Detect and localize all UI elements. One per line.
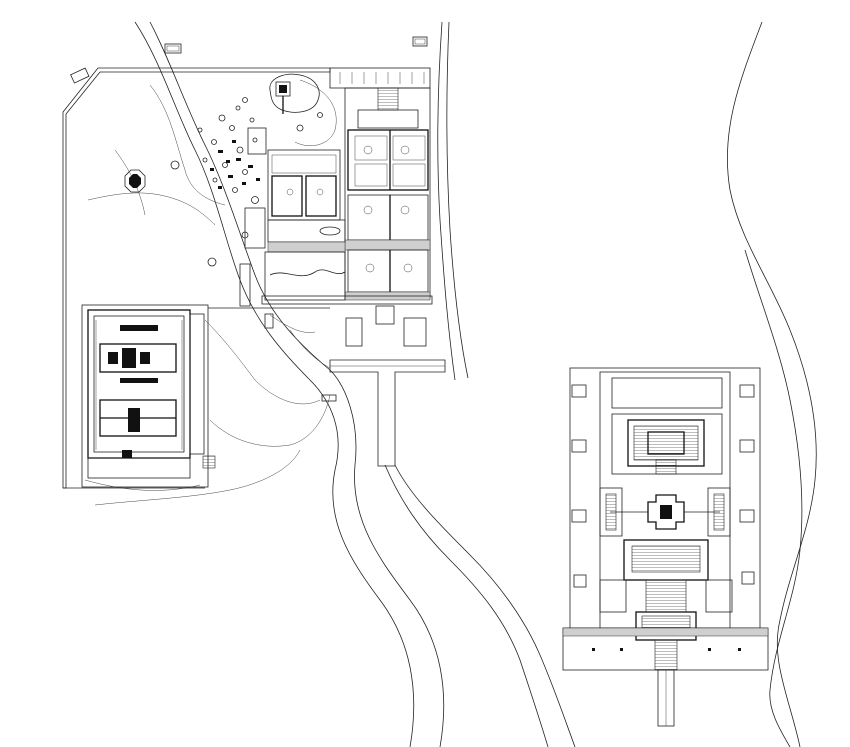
contour-line <box>289 329 331 369</box>
contour-line <box>209 394 331 447</box>
palace-hall-block <box>267 149 341 221</box>
octagonal-pavilion <box>124 169 146 193</box>
contour-line <box>94 449 301 506</box>
north-hall <box>611 377 723 409</box>
hall <box>357 109 419 129</box>
river-bank-line <box>446 21 469 379</box>
pond <box>319 226 341 236</box>
river-bank-line <box>394 464 576 747</box>
pavilion <box>164 43 182 54</box>
river-banks <box>84 21 817 747</box>
hall <box>99 343 177 373</box>
pavilion <box>412 36 428 47</box>
terrace-posts <box>592 648 741 651</box>
west-courtyard <box>81 304 330 488</box>
south-terrace <box>261 295 433 305</box>
stream <box>269 269 346 277</box>
river-bank-line <box>134 21 415 747</box>
contour-line <box>269 314 316 333</box>
contour-line <box>84 479 201 491</box>
river-bank-line <box>384 464 549 747</box>
temple-complex <box>562 367 769 727</box>
river-bank-line <box>744 249 803 747</box>
river-bank-line <box>149 21 445 747</box>
grand-stair <box>645 579 687 613</box>
east-pavilion <box>707 487 731 537</box>
gate-tower <box>403 317 427 347</box>
east-wing <box>189 313 205 455</box>
gate-stair <box>202 455 216 469</box>
courtyard <box>347 194 429 241</box>
palace-complex <box>62 36 446 489</box>
side-pavilions <box>571 384 755 588</box>
river-bank-line <box>437 21 456 381</box>
rock-cluster <box>210 140 260 189</box>
courtyard-trees <box>286 145 413 273</box>
contour-line <box>149 84 226 206</box>
pavilion <box>70 67 90 84</box>
river-bank-line <box>727 21 817 747</box>
cross-pavilion <box>610 494 720 530</box>
gate-tower <box>345 317 363 347</box>
garden-court <box>264 251 346 301</box>
footbridge <box>321 394 337 402</box>
site-boundary <box>62 67 331 489</box>
approach-terrace <box>329 359 446 467</box>
contour-line <box>204 319 321 405</box>
rock-garden <box>170 97 323 267</box>
contour-line <box>87 192 216 226</box>
courtyard <box>347 249 429 293</box>
south-gallery <box>87 457 191 479</box>
courtyard <box>347 129 429 191</box>
west-pavilion <box>599 487 623 537</box>
north-gallery <box>329 67 431 89</box>
courtyard-enclosure <box>81 304 209 488</box>
water-court <box>267 219 346 243</box>
garden-pavilion <box>269 73 337 146</box>
stair <box>377 87 399 111</box>
